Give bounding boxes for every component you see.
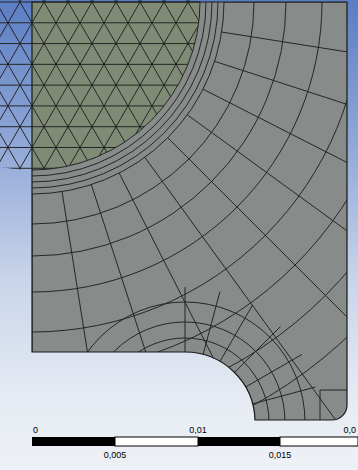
mesh-edge	[215, 61, 358, 162]
mesh-edge	[320, 0, 358, 221]
mesh-edge	[0, 189, 240, 190]
mesh-ring	[101, 338, 269, 470]
mesh-edge	[187, 115, 358, 308]
mesh-edge	[0, 0, 27, 221]
mesh-edge	[277, 0, 358, 221]
mesh-ring	[0, 0, 206, 176]
mesh-edge	[234, 327, 280, 373]
scale-label: 0	[33, 426, 38, 435]
mesh-edge	[0, 126, 240, 127]
scale-bar	[32, 437, 358, 446]
scale-label: 0,0	[343, 426, 356, 435]
mesh-edge	[203, 89, 358, 238]
mesh-edge	[0, 147, 240, 148]
mesh-edge	[0, 0, 123, 221]
mesh-ring	[0, 0, 358, 417]
inflation-layers	[0, 0, 224, 194]
mesh-edge	[203, 292, 220, 355]
mesh-edge	[255, 422, 320, 423]
mesh-edge	[253, 0, 358, 221]
mesh-ring	[0, 0, 254, 224]
mesh-edge	[0, 85, 240, 86]
mesh-edge	[109, 0, 248, 221]
mesh-edge	[0, 0, 104, 221]
mesh-edge	[320, 390, 347, 391]
mesh-edge	[37, 0, 176, 221]
mesh-edge	[181, 0, 320, 221]
mesh-edge	[344, 0, 358, 221]
mesh-ring	[0, 0, 358, 374]
mesh-edge	[220, 305, 253, 361]
mesh-edge	[185, 287, 186, 352]
mesh-edge	[205, 0, 344, 221]
mesh-edge	[0, 0, 128, 221]
mesh-edge	[296, 0, 358, 221]
scale-label: 0,005	[104, 451, 127, 460]
mesh-edge	[200, 0, 339, 221]
mesh-edge	[0, 64, 240, 65]
mesh-edge	[0, 43, 240, 44]
mesh-edge	[0, 0, 56, 221]
scale-label: 0,015	[269, 451, 292, 460]
mesh-ring	[0, 0, 286, 256]
mesh-edge	[168, 138, 358, 370]
mesh-edge	[246, 355, 302, 388]
mesh-edge	[229, 0, 358, 221]
mesh-edge	[325, 0, 358, 221]
part-outline	[32, 2, 347, 420]
scale-label: 0,01	[189, 426, 207, 435]
mesh-edge	[222, 32, 358, 83]
mesh-edge	[0, 0, 8, 221]
mesh-edge	[224, 0, 358, 221]
mesh-edge	[62, 192, 113, 470]
tri-mesh	[0, 0, 358, 221]
mesh-edge	[61, 0, 200, 221]
mesh-edge	[0, 22, 240, 23]
mesh-ring	[0, 0, 358, 332]
mesh-edge	[157, 0, 296, 221]
mesh-edge	[119, 173, 268, 465]
mesh-edge	[349, 0, 358, 221]
mesh-edge	[301, 0, 358, 221]
mesh-ring	[0, 0, 322, 292]
mesh-ring	[0, 0, 200, 170]
mesh-edge	[0, 168, 240, 169]
mesh-edge	[145, 157, 338, 422]
mesh-edge	[320, 390, 321, 420]
mesh-edge	[91, 185, 192, 470]
mesh-edge	[272, 0, 358, 221]
mesh-ring	[0, 0, 224, 194]
mesh-edge	[253, 387, 316, 404]
mesh-edge	[0, 0, 99, 221]
mesh-edge	[0, 105, 240, 106]
mesh-ring	[0, 0, 218, 188]
mesh-edge	[248, 0, 358, 221]
